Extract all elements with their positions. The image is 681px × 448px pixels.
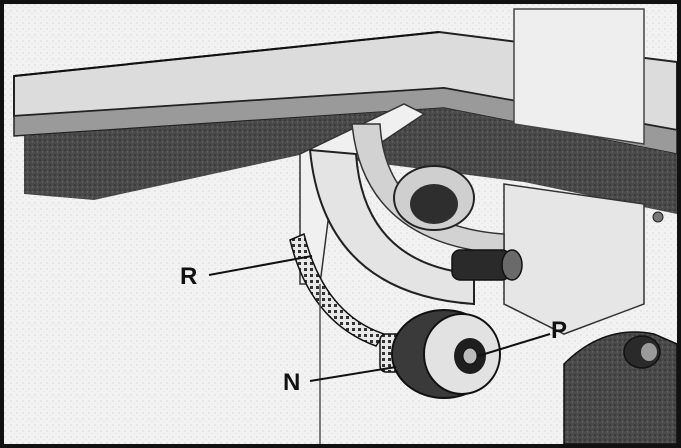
callout-p-label: P (551, 317, 567, 344)
lock-knob (452, 250, 522, 280)
saw-table-tilt-mechanism-illustration: R N P (4, 4, 677, 444)
callout-r-label: R (180, 263, 197, 290)
callout-n-label: N (283, 369, 300, 396)
lower-mechanism (564, 332, 677, 444)
motor-hub (394, 166, 474, 230)
